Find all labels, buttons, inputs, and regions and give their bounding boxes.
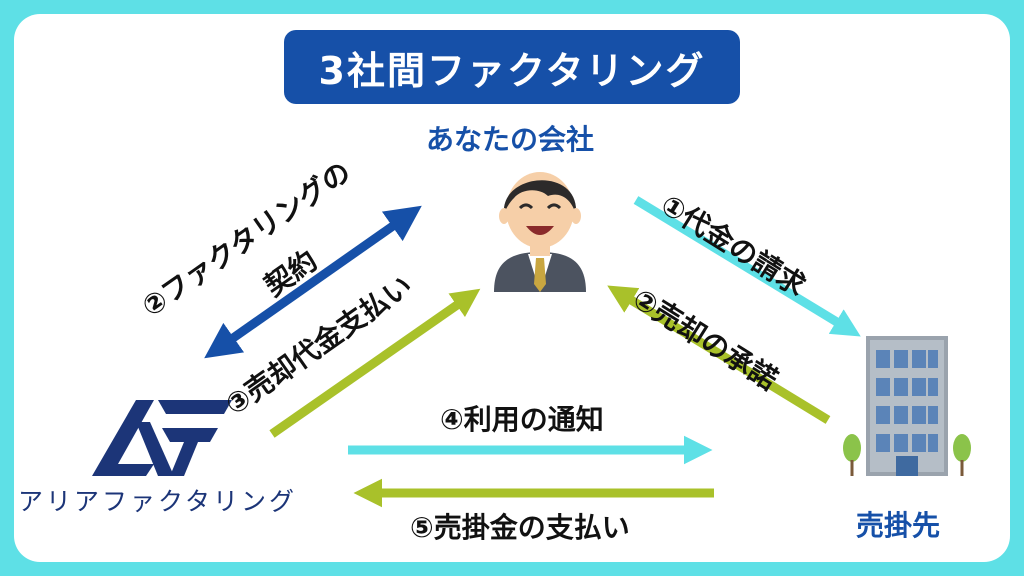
label-receivable-payment: ⑤売掛金の支払い xyxy=(410,511,630,544)
title-banner: 3社間ファクタリング xyxy=(284,30,740,104)
arrow-sale-payment xyxy=(269,288,481,438)
page-title: 3社間ファクタリング xyxy=(318,48,706,93)
af-logo-icon xyxy=(92,400,232,476)
arrow-invoice xyxy=(633,196,861,337)
arrow-approval xyxy=(607,285,831,424)
office-building-icon xyxy=(843,336,971,476)
arrow-contract xyxy=(204,205,422,359)
businessman-icon xyxy=(494,172,586,292)
node-factoring-company: アリアファクタリング xyxy=(18,487,298,516)
node-debtor: 売掛先 xyxy=(856,509,941,542)
label-usage-notice: ④利用の通知 xyxy=(440,403,604,436)
node-your-company: あなたの会社 xyxy=(426,123,595,156)
